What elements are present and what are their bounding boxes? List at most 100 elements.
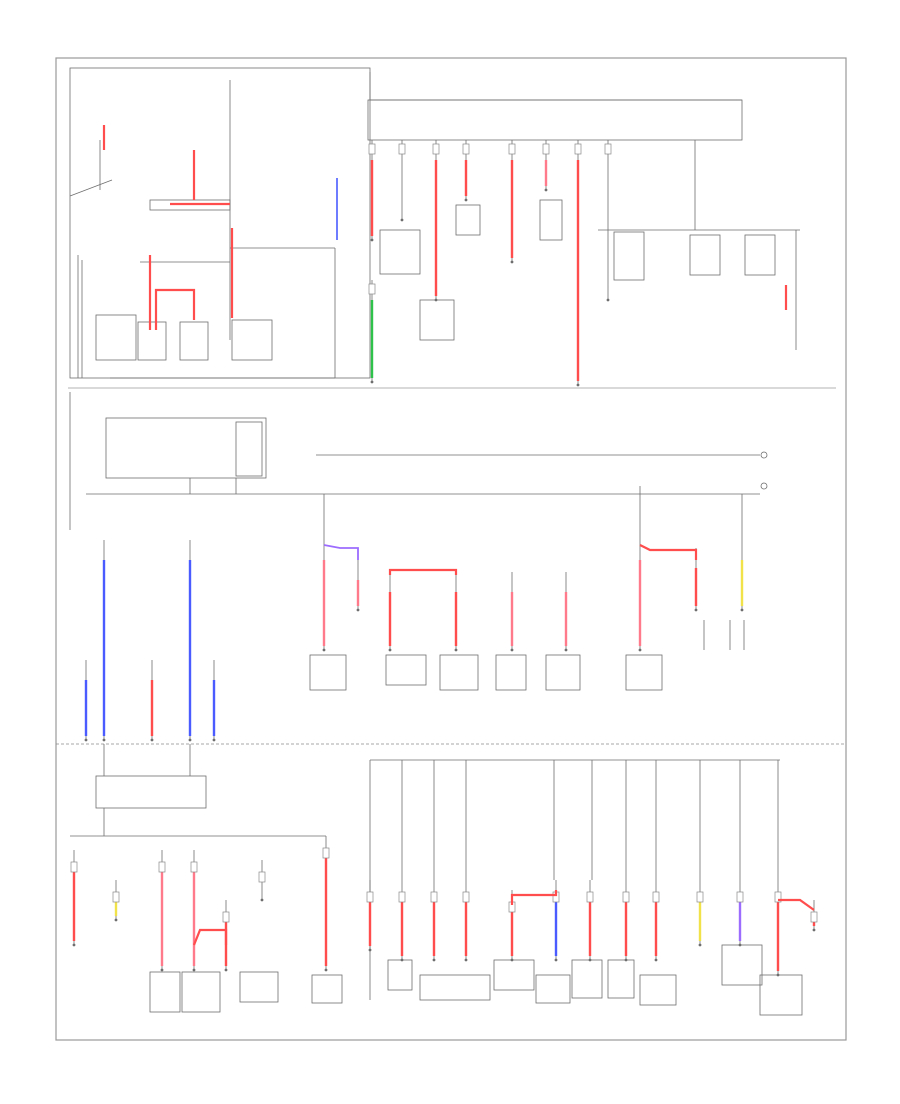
fuse-symbol [398, 143, 406, 155]
wire-branch-lower-1 [112, 880, 120, 922]
fuse-symbol [462, 891, 470, 903]
splice-dot [454, 648, 458, 652]
lower-jumper-b [510, 890, 558, 905]
fuse-symbol [810, 911, 818, 923]
fuse-symbol [70, 861, 78, 873]
wire-branch-upper-7 [604, 140, 612, 302]
wire-branch-lower-2 [158, 850, 166, 972]
splice-dot [606, 298, 610, 302]
splice-dot [102, 738, 106, 742]
fuse-symbol [222, 911, 230, 923]
wire-branch-lower-10 [462, 880, 470, 962]
wire-branch-upper-3 [462, 140, 470, 202]
splice-dot [188, 738, 192, 742]
wire-branch-left-3 [212, 660, 216, 742]
splice-dot [510, 648, 514, 652]
wire-branch-upper-1 [398, 140, 406, 222]
wire-branch-middle-4 [510, 572, 514, 652]
splice-dot [576, 383, 580, 387]
fuse-symbol [462, 143, 470, 155]
splice-dot [776, 973, 780, 977]
splice-dot [400, 958, 404, 962]
wire-branch-lower-19 [810, 900, 818, 932]
fuse-symbol [652, 891, 660, 903]
splice-dot [224, 968, 228, 972]
fuse-symbol [574, 143, 582, 155]
middle-branch-wires [322, 540, 744, 652]
fuse-symbol [398, 891, 406, 903]
wire-branch-left-0 [102, 540, 106, 742]
splice-dot [72, 943, 76, 947]
fuse-symbol [366, 891, 374, 903]
fuse-symbol [368, 283, 376, 295]
wire-branch-middle-5 [564, 572, 568, 652]
wire-branch-lower-18 [774, 880, 782, 977]
fuse-symbol [542, 143, 550, 155]
wire-branch-upper-0 [368, 140, 376, 242]
splice-dot [322, 648, 326, 652]
splice-dot [464, 198, 468, 202]
wire-branch-upper-8 [368, 280, 376, 384]
left-column-feeds [84, 540, 216, 742]
wire-branch-lower-13 [586, 880, 594, 962]
splice-dot [324, 968, 328, 972]
splice-dot [160, 968, 164, 972]
wire-branch-lower-6 [322, 836, 330, 972]
fuse-symbol [190, 861, 198, 873]
splice-dot [554, 958, 558, 962]
splice-dot [260, 898, 264, 902]
splice-dot [624, 958, 628, 962]
splice-dot [638, 648, 642, 652]
fuse-symbol [368, 143, 376, 155]
fuse-symbol [258, 871, 266, 883]
splice-dot [464, 958, 468, 962]
splice-dot [812, 928, 816, 932]
splice-dot [510, 260, 514, 264]
fuse-symbol [586, 891, 594, 903]
fuse-symbol [322, 847, 330, 859]
splice-dot [370, 238, 374, 242]
wire-branch-lower-9 [430, 880, 438, 962]
fuse-symbol [736, 891, 744, 903]
splice-dot [212, 738, 216, 742]
fuse-symbol [622, 891, 630, 903]
wire-branch-middle-6 [638, 540, 642, 652]
wire-branch-middle-1 [356, 560, 360, 612]
splice-dot [654, 958, 658, 962]
fuse-symbol [432, 143, 440, 155]
splice-dot [388, 648, 392, 652]
upper-branch-wires [368, 140, 788, 387]
lower-branch-wires [70, 760, 818, 977]
diagram-frame [55, 57, 847, 1041]
splice-dot [738, 943, 742, 947]
splice-dot [370, 380, 374, 384]
splice-dot [544, 188, 548, 192]
wire-branch-lower-5 [258, 860, 266, 902]
wire-branch-middle-2 [388, 572, 392, 652]
wire-branch-lower-17 [736, 880, 744, 947]
wire-branch-upper-5 [542, 140, 550, 192]
splice-dot [192, 968, 196, 972]
wire-branch-lower-0 [70, 850, 78, 947]
wire-branch-upper-2 [432, 140, 440, 302]
fuse-symbol [696, 891, 704, 903]
violet-jumper [323, 544, 359, 560]
lower-relay [70, 744, 780, 1000]
fuse-symbol [508, 143, 516, 155]
splice-dot [694, 608, 698, 612]
wire-branch-lower-15 [652, 880, 660, 962]
splice-dot [114, 918, 118, 922]
fuse-symbol [774, 891, 782, 903]
fuse-symbol [158, 861, 166, 873]
splice-dot [368, 948, 372, 952]
wire-branch-middle-8 [740, 540, 744, 612]
splice-dot [740, 608, 744, 612]
wire-branch-left-4 [150, 660, 154, 742]
splice-dot [698, 943, 702, 947]
splice-dot [564, 648, 568, 652]
battery-fuse-block-live-feeds [102, 125, 234, 330]
lower-jumper-a [192, 928, 228, 946]
upper-fuse-bus [367, 99, 800, 350]
